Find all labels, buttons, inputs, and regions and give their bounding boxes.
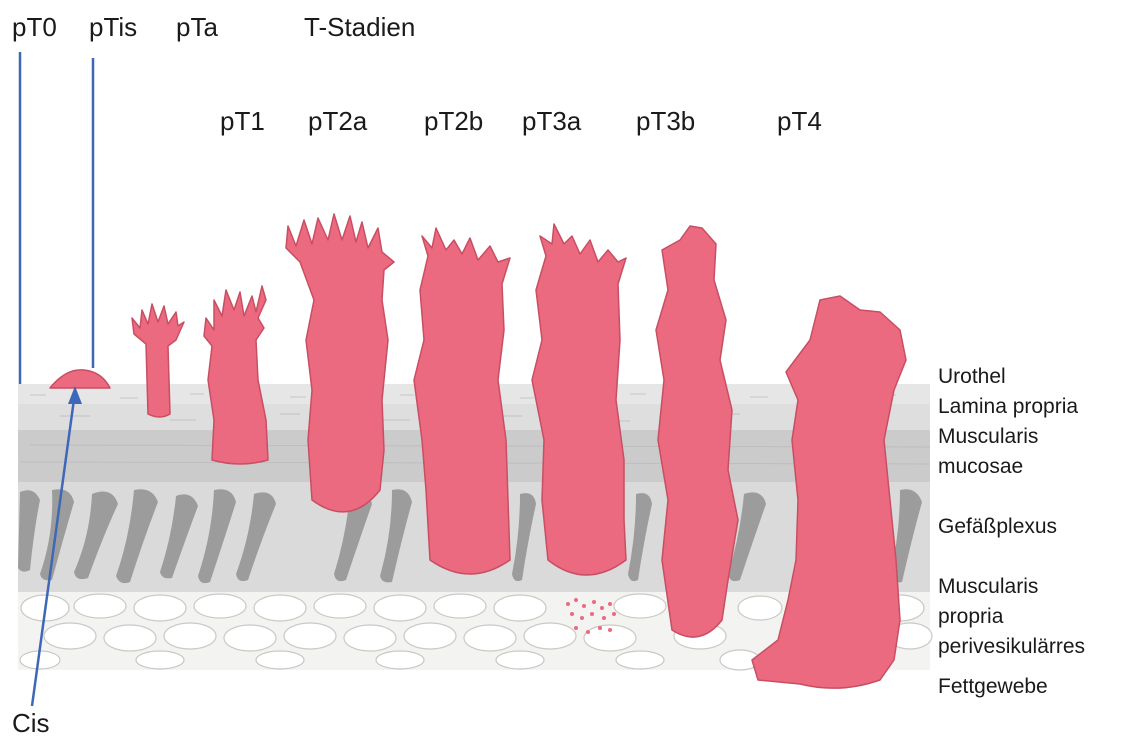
tumor-pT1 [204, 286, 268, 464]
label-pT4: pT4 [777, 108, 822, 134]
layer-label-muscularis-propria-2: propria [938, 604, 1003, 630]
layer-label-muscularis-mucosae-1: Muscularis [938, 424, 1038, 450]
label-cis: Cis [12, 710, 50, 736]
label-pT3b: pT3b [636, 108, 695, 134]
tumor-pT3b [656, 226, 738, 637]
label-pT2b: pT2b [424, 108, 483, 134]
layer-label-urothel: Urothel [938, 364, 1006, 390]
label-pT3a: pT3a [522, 108, 581, 134]
tumor-pT3a [532, 224, 626, 575]
layer-label-gefaessplexus: Gefäßplexus [938, 514, 1057, 540]
tumor-pTis [50, 370, 110, 388]
layer-label-fett-2: Fettgewebe [938, 674, 1048, 700]
label-pT0: pT0 [12, 14, 57, 40]
layer-label-fett-1: perivesikulärres [938, 634, 1085, 660]
tumor-pT2b [414, 228, 510, 574]
label-pTis: pTis [89, 14, 137, 40]
diagram-title: T-Stadien [304, 14, 415, 40]
label-pTa: pTa [176, 14, 218, 40]
layer-label-muscularis-mucosae-2: mucosae [938, 454, 1023, 480]
label-pT1: pT1 [220, 108, 265, 134]
layer-label-lamina-propria: Lamina propria [938, 394, 1078, 420]
layer-label-muscularis-propria-1: Muscularis [938, 574, 1038, 600]
label-pT2a: pT2a [308, 108, 367, 134]
